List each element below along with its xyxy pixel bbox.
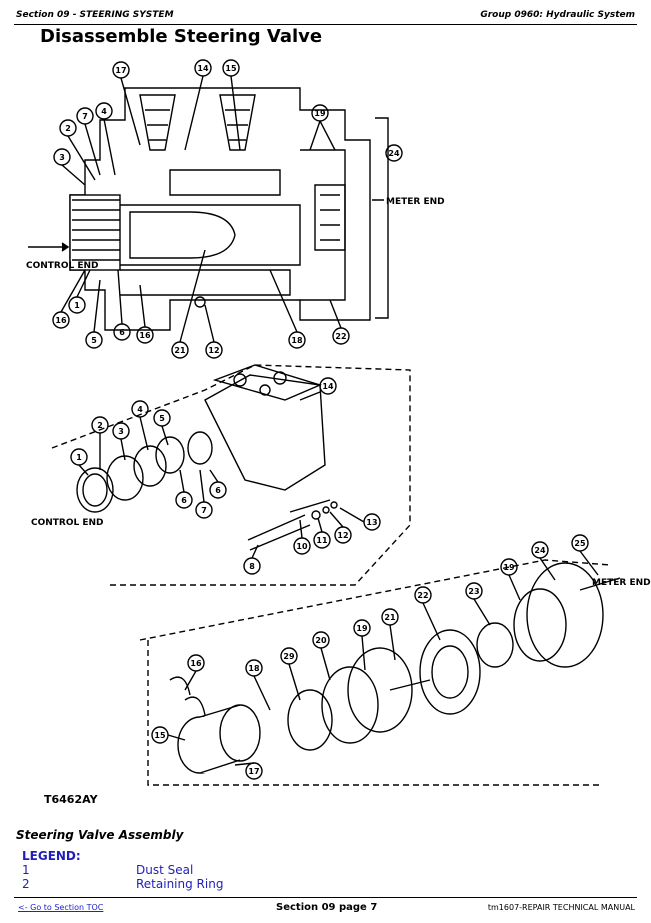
legend-row: 1 Dust Seal <box>22 863 422 877</box>
callout-bot-9: 29 <box>283 652 295 661</box>
callout-top-6: 3 <box>59 153 65 162</box>
legend-number: 1 <box>22 863 30 877</box>
manual-name: tm1607-REPAIR TECHNICAL MANUAL <box>487 903 635 912</box>
callout-top-16: 12 <box>208 346 219 355</box>
legend-number: 2 <box>22 877 30 891</box>
callout-mid-10: 13 <box>366 518 377 527</box>
bottom-exploded-view <box>139 559 621 786</box>
group-title: Group 0960: Hydraulic System <box>480 10 635 20</box>
meter-end-label-bottom: METER END <box>592 578 651 588</box>
callouts-middle <box>70 377 381 575</box>
legend-text: Retaining Ring <box>136 877 224 891</box>
page-title: Disassemble Steering Valve <box>40 26 323 47</box>
callout-mid-5: 3 <box>118 427 124 436</box>
callout-mid-4: 2 <box>97 421 103 430</box>
callout-mid-7: 6 <box>181 496 187 505</box>
callout-bot-10: 18 <box>248 664 260 673</box>
control-end-label-mid: CONTROL END <box>31 518 104 528</box>
callout-top-17: 18 <box>291 336 303 345</box>
callout-bot-11: 16 <box>190 659 202 668</box>
callout-top-11: 16 <box>55 316 67 325</box>
callout-mid-1: 14 <box>322 382 334 391</box>
toc-link[interactable]: <- Go to Section TOC <box>18 903 104 912</box>
callout-mid-3: 5 <box>159 414 165 423</box>
callout-top-1: 17 <box>115 66 126 75</box>
section-title: Section 09 - STEERING SYSTEM <box>16 10 174 20</box>
callout-bot-7: 19 <box>356 624 368 633</box>
middle-exploded-view <box>51 364 411 586</box>
callout-top-7: 19 <box>314 109 326 118</box>
callout-top-13: 6 <box>119 328 125 337</box>
page-number: Section 09 page 7 <box>276 902 378 913</box>
callout-top-12: 5 <box>91 336 97 345</box>
callout-top-15: 21 <box>174 346 186 355</box>
callouts-bottom <box>151 534 599 780</box>
sectional-view <box>28 87 389 331</box>
callout-bot-12: 15 <box>154 731 166 740</box>
callout-mid-8: 6 <box>215 486 221 495</box>
callout-bot-6: 21 <box>384 613 396 622</box>
callout-mid-13: 10 <box>296 542 308 551</box>
steering-valve-figure: 17 14 15 4 2 3 19 24 7 1 16 5 6 16 21 12… <box>26 59 651 806</box>
callout-bot-8: 20 <box>315 636 327 645</box>
callout-top-2: 14 <box>197 64 209 73</box>
callout-bot-2: 24 <box>534 546 546 555</box>
callout-top-5: 2 <box>65 124 71 133</box>
control-end-label-top: CONTROL END <box>26 261 99 271</box>
legend: LEGEND: 1 Dust Seal 2 Retaining Ring <box>22 849 422 891</box>
legend-heading: LEGEND: <box>22 849 81 863</box>
callout-mid-12: 11 <box>316 536 328 545</box>
callout-bot-1: 25 <box>574 539 586 548</box>
page-header: Section 09 - STEERING SYSTEM Group 0960:… <box>14 8 637 25</box>
legend-text: Dust Seal <box>136 863 194 877</box>
figure-id: T6462AY <box>44 793 99 806</box>
callout-top-3: 15 <box>225 64 237 73</box>
callout-mid-14: 8 <box>249 562 255 571</box>
callouts-top <box>52 59 403 359</box>
callout-top-9: 7 <box>82 112 88 121</box>
callout-mid-2: 4 <box>137 405 143 414</box>
legend-row: 2 Retaining Ring <box>22 877 422 891</box>
callout-top-10: 1 <box>74 301 80 310</box>
callout-bot-4: 23 <box>468 587 479 596</box>
callout-mid-9: 7 <box>201 506 207 515</box>
callout-bot-3: 19 <box>503 563 515 572</box>
callout-mid-11: 12 <box>337 531 348 540</box>
callout-top-8: 24 <box>388 149 400 158</box>
callout-bot-5: 22 <box>417 591 428 600</box>
callout-mid-6: 1 <box>76 453 82 462</box>
callout-top-14: 16 <box>139 331 151 340</box>
page-footer: <- Go to Section TOC Section 09 page 7 t… <box>14 897 637 918</box>
callout-bot-13: 17 <box>248 767 259 776</box>
figure-caption: Steering Valve Assembly <box>16 828 184 842</box>
meter-end-label: METER END <box>386 197 445 207</box>
callout-top-18: 22 <box>335 332 346 341</box>
callout-top-4: 4 <box>101 107 107 116</box>
